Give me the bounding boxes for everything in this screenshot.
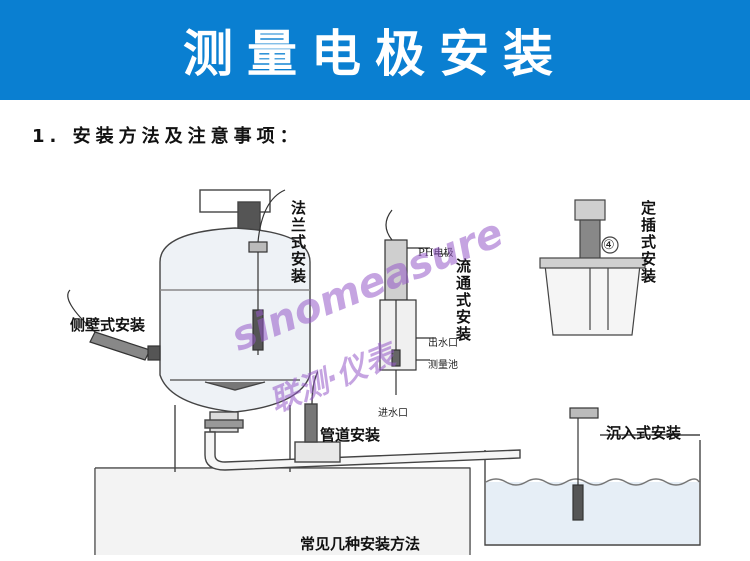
section-heading: 1. 安装方法及注意事项： <box>32 126 303 147</box>
note-water-in: 进水口 <box>378 408 408 419</box>
side-wall-probe <box>67 289 161 361</box>
note-water-out: 出水口 <box>428 338 458 349</box>
label-side-wall: 侧壁式安装 <box>70 316 146 334</box>
note-measuring-cell: 测量池 <box>428 360 458 371</box>
water-tank <box>484 434 701 546</box>
vessel <box>159 189 311 472</box>
label-pipeline: 管道安装 <box>320 426 381 444</box>
installation-diagram <box>67 170 701 555</box>
title-banner: 测量电极安装 <box>0 0 750 100</box>
flange-probe <box>248 189 286 355</box>
label-insertion: 定插式安装 <box>639 200 657 285</box>
label-flow-through: 流通式安装 <box>454 258 472 343</box>
immersion-probe <box>569 407 599 521</box>
callout-number: ④ <box>603 238 615 253</box>
page-title: 测量电极安装 <box>183 25 567 83</box>
label-immersion: 沉入式安装 <box>606 424 682 442</box>
label-flange: 法兰式安装 <box>289 200 307 285</box>
diagram-caption: 常见几种安装方法 <box>300 535 421 553</box>
insertion-probe <box>539 199 646 336</box>
note-ph-electrode: PH电极 <box>418 248 454 259</box>
